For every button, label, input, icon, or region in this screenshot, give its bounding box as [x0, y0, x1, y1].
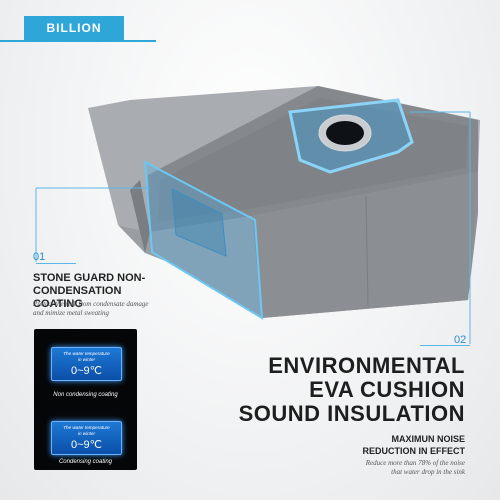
sink-left-edge	[130, 180, 150, 253]
drain-hole	[326, 121, 364, 145]
temperature-screen-1: The water temperature in winter 0~9℃	[51, 347, 122, 381]
feature-title-01-line1: STONE GUARD NON-	[33, 272, 146, 284]
left-cushion-inner	[171, 188, 227, 257]
sink-front-shade	[252, 172, 478, 318]
sink-left-face	[118, 216, 262, 318]
screen-1-title-line1: The water temperature	[63, 351, 110, 356]
feature-desc-02: Reduce more than 78% of the noise that w…	[290, 459, 465, 477]
caption-non-condensing: Non condensing coating	[53, 392, 118, 398]
screen-2-title-line1: The water temperature	[63, 425, 110, 430]
screen-2-value: 0~9℃	[70, 439, 102, 451]
feature-title-01-line2: CONDENSATION COATING	[33, 285, 122, 310]
feature-subtitle-02: MAXIMUN NOISE REDUCTION IN EFFECT	[315, 433, 466, 457]
feature-title-01: STONE GUARD NON- CONDENSATION COATING	[33, 272, 163, 311]
feature-title-02-line2: EVA CUSHION	[309, 377, 465, 402]
feature-divider-01	[36, 263, 76, 264]
screen-1-title-line2: in winter	[77, 357, 96, 362]
feature-desc-02-line2: that water drop in the sink	[391, 468, 465, 476]
screen-2-title-line2: in winter	[77, 431, 96, 436]
feature-desc-01: Protect the sink from condensate damage …	[33, 300, 183, 318]
brand-logo: BILLION	[24, 16, 124, 40]
caption-condensing: Condensing coating	[58, 459, 113, 465]
feature-desc-01-line1: Protect the sink from condensate damage	[33, 300, 149, 308]
feature-desc-02-line1: Reduce more than 78% of the noise	[365, 459, 465, 467]
feature-title-02-line1: ENVIRONMENTAL	[268, 353, 465, 378]
sink-bottom-shade	[158, 98, 468, 222]
feature-divider-02	[420, 345, 470, 346]
screen-1-value: 0~9℃	[70, 365, 102, 377]
feature-subtitle-02-line1: MAXIMUN NOISE	[391, 434, 465, 444]
feature-desc-01-line2: and mimize metal sweating	[33, 309, 110, 317]
screen-1-title: The water temperature in winter	[52, 351, 121, 363]
front-seam	[365, 195, 369, 307]
feature-subtitle-02-line2: REDUCTION IN EFFECT	[362, 446, 466, 456]
brand-underline	[0, 40, 156, 42]
coating-comparison-panel: The water temperature in winter 0~9℃ Non…	[34, 329, 137, 470]
feature-number-02: 02	[454, 334, 467, 346]
temperature-screen-2: The water temperature in winter 0~9℃	[51, 421, 122, 455]
screen-2-title: The water temperature in winter	[52, 425, 121, 437]
left-cushion-highlight	[143, 160, 264, 320]
feature-title-02-line3: SOUND INSULATION	[238, 401, 465, 426]
feature-number-01: 01	[33, 251, 46, 263]
